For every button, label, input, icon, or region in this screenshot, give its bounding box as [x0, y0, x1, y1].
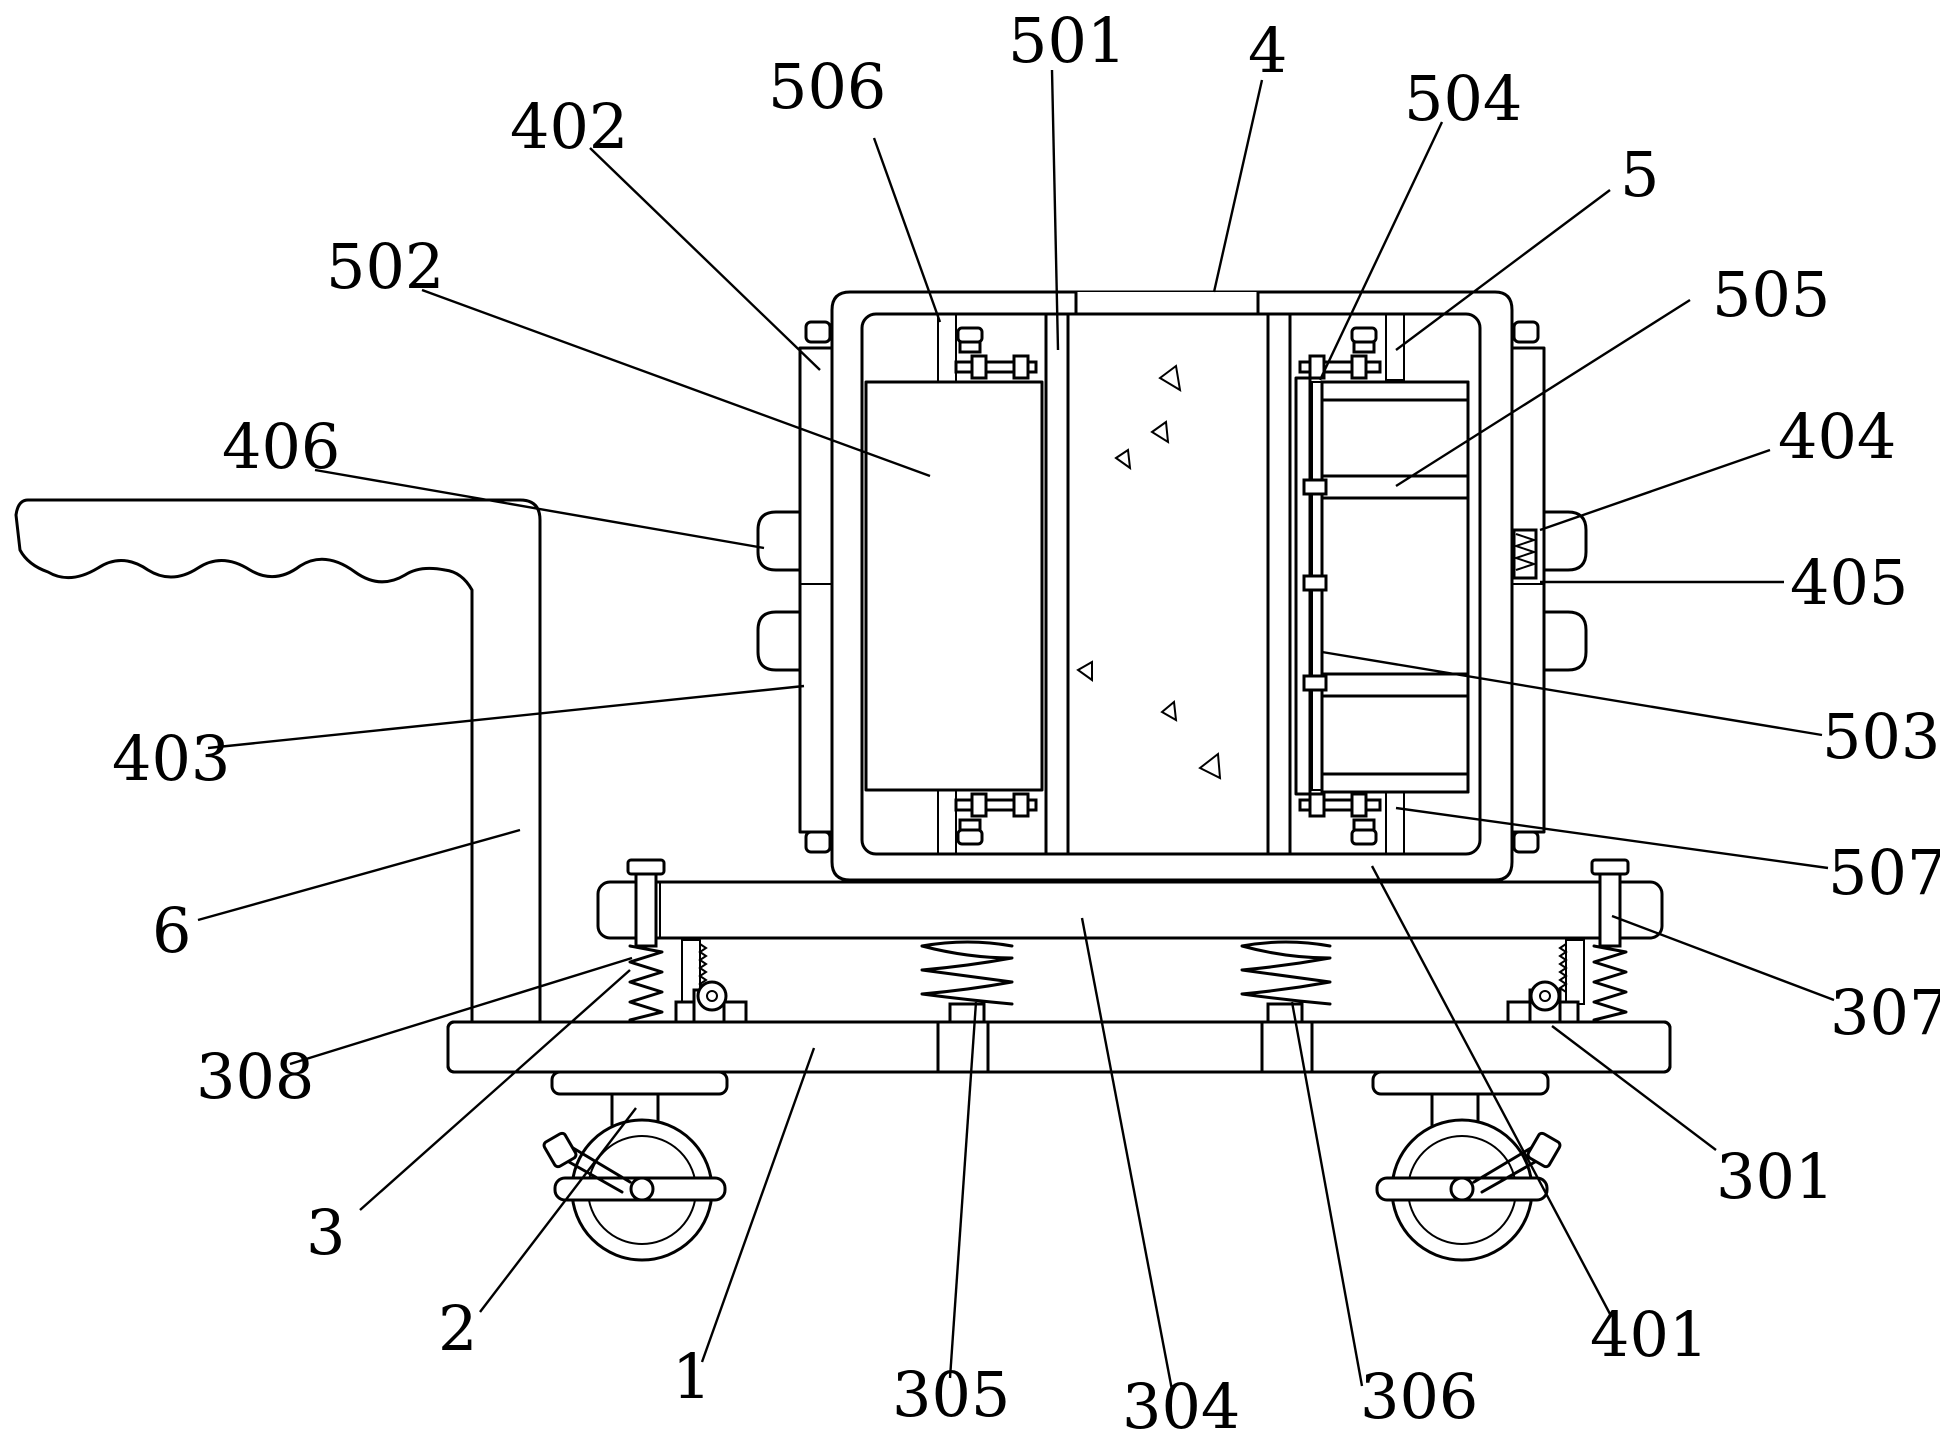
label-505: 505 — [1712, 258, 1830, 331]
label-402: 402 — [510, 90, 628, 163]
label-305: 305 — [892, 1358, 1010, 1431]
base-plate — [446, 1020, 1672, 1074]
bolt-group-top-right — [1298, 326, 1382, 380]
inner-structure — [864, 312, 1470, 856]
label-406: 406 — [222, 410, 340, 483]
label-502: 502 — [326, 230, 444, 303]
push-handle — [14, 498, 542, 1024]
label-403: 403 — [112, 722, 230, 795]
shock-absorber-assembly — [596, 858, 1664, 1024]
part-labels: 501 4 506 504 402 5 502 505 406 404 405 … — [112, 4, 1940, 1443]
label-506: 506 — [768, 50, 886, 123]
bolt-group-top-left — [954, 326, 1038, 380]
label-306: 306 — [1360, 1360, 1478, 1433]
bolt-group-bottom-right — [1298, 792, 1382, 846]
label-301: 301 — [1716, 1140, 1834, 1213]
center-spring-left — [920, 940, 1014, 1024]
left-caster-wheel — [542, 1070, 729, 1262]
label-503: 503 — [1822, 700, 1940, 773]
label-5: 5 — [1620, 138, 1659, 211]
label-1: 1 — [672, 1340, 711, 1413]
center-spring-right — [1240, 940, 1332, 1024]
label-404: 404 — [1778, 400, 1896, 473]
label-304: 304 — [1122, 1370, 1240, 1443]
bolt-group-bottom-left — [954, 792, 1038, 846]
leader-lines — [197, 69, 1835, 1391]
label-6: 6 — [152, 894, 191, 967]
label-4: 4 — [1248, 14, 1287, 87]
label-307: 307 — [1830, 976, 1940, 1049]
label-2: 2 — [438, 1292, 477, 1365]
right-caster-wheel — [1371, 1070, 1562, 1262]
label-401: 401 — [1590, 1298, 1708, 1371]
label-405: 405 — [1790, 546, 1908, 619]
label-3: 3 — [306, 1196, 345, 1269]
label-501: 501 — [1008, 4, 1126, 77]
label-507: 507 — [1828, 836, 1940, 909]
label-504: 504 — [1404, 62, 1522, 135]
label-308: 308 — [196, 1040, 314, 1113]
